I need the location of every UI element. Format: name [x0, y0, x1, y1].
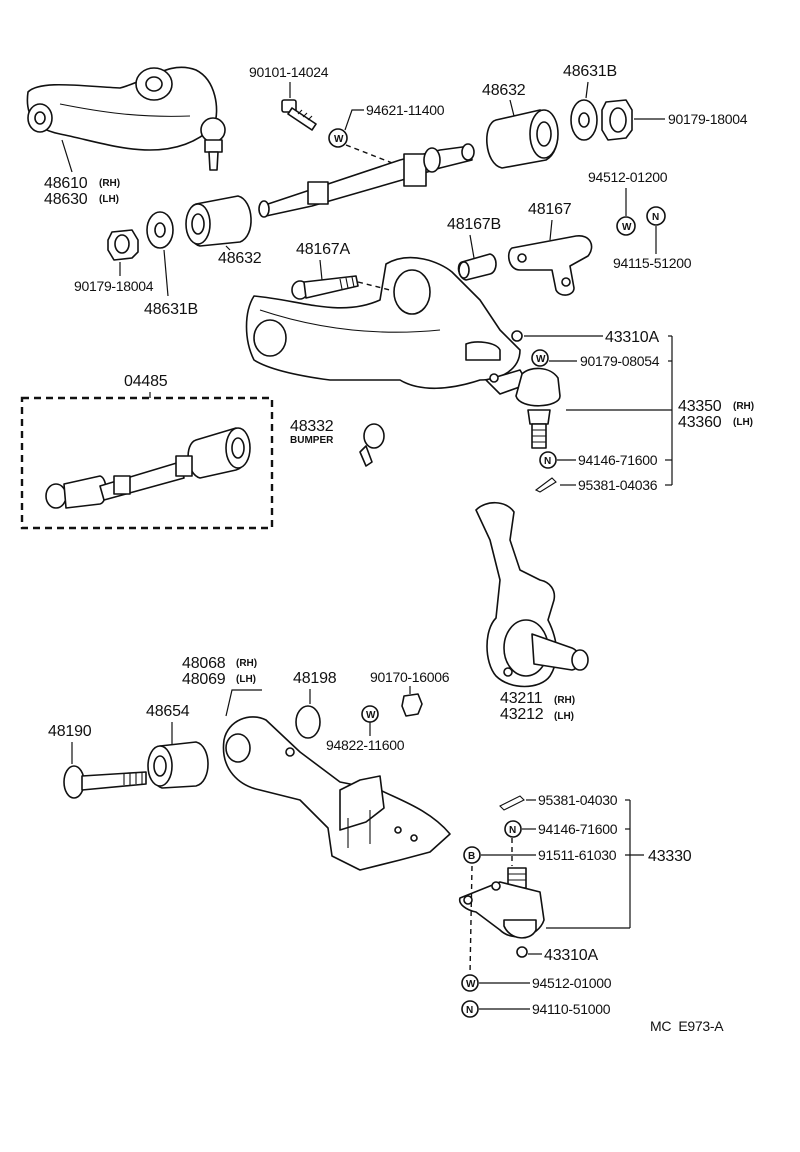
label-94146-71600-top: 94146-71600	[578, 452, 658, 468]
bolt-symbol-91511-61030: B	[468, 851, 475, 862]
nut-90179-18004-left-illustration	[107, 229, 139, 261]
bolt-48167a-illustration	[291, 275, 359, 300]
label-94512-01200: 94512-01200	[588, 169, 668, 185]
label-48068: 48068	[182, 655, 226, 672]
lower-ball-joint-illustration	[458, 867, 545, 939]
label-94621-11400: 94621-11400	[366, 102, 445, 118]
label-48630: 48630	[44, 191, 88, 208]
label-43212: 43212	[500, 706, 544, 723]
label-43310a-top: 43310A	[605, 329, 659, 346]
lower-mount-bracket-illustration	[245, 256, 521, 390]
label-48632-top: 48632	[482, 82, 526, 99]
label-bumper: BUMPER	[290, 435, 334, 446]
label-91511-61030: 91511-61030	[538, 847, 617, 863]
label-48332: 48332	[290, 418, 334, 435]
label-48190: 48190	[48, 723, 92, 740]
nut-symbol-94110-51000: N	[466, 1005, 473, 1016]
nut-90179-18004-top-illustration	[601, 99, 633, 141]
washer-symbol-90179-08054: W	[536, 354, 546, 365]
label-48167: 48167	[528, 201, 572, 218]
label-48069: 48069	[182, 671, 226, 688]
nut-symbol-94146-71600-bottom: N	[509, 825, 516, 836]
label-94110-51000: 94110-51000	[532, 1001, 611, 1017]
tag-rh: (RH)	[99, 178, 120, 189]
label-94512-01000: 94512-01000	[532, 975, 612, 991]
tag-lh-43360: (LH)	[733, 417, 753, 428]
bushing-48632-top-illustration	[486, 109, 559, 169]
label-48631b-top: 48631B	[563, 63, 617, 80]
label-48654: 48654	[146, 703, 190, 720]
label-48610: 48610	[44, 175, 88, 192]
tag-lh-48069: (LH)	[236, 674, 256, 685]
nut-90170-16006-illustration	[401, 693, 423, 717]
label-43360: 43360	[678, 414, 722, 431]
label-90170-16006: 90170-16006	[370, 669, 450, 685]
nut-symbol-94146-71600-top: N	[544, 456, 551, 467]
label-94146-71600-bottom: 94146-71600	[538, 821, 618, 837]
steering-knuckle-illustration	[475, 501, 589, 688]
label-94115-51200: 94115-51200	[613, 255, 692, 271]
sleeve-48167b-illustration	[457, 253, 497, 281]
upper-arm-assembly-illustration	[26, 66, 226, 173]
label-95381-04036: 95381-04036	[578, 477, 658, 493]
label-48632-left: 48632	[218, 250, 262, 267]
tag-rh-43211: (RH)	[554, 695, 575, 706]
label-90179-08054: 90179-08054	[580, 353, 660, 369]
label-95381-04030: 95381-04030	[538, 792, 618, 808]
label-90101-14024: 90101-14024	[249, 64, 329, 80]
drawing-code: MC E973-A	[650, 1018, 724, 1034]
kit-04485-illustration	[45, 427, 251, 509]
bolt-90101-14024-illustration	[281, 99, 317, 131]
label-48167b: 48167B	[447, 216, 501, 233]
label-94822-11600: 94822-11600	[326, 737, 405, 753]
label-43211: 43211	[500, 690, 543, 707]
kit-04485-box	[20, 396, 274, 530]
label-90179-18004-left: 90179-18004	[74, 278, 154, 294]
tag-lh: (LH)	[99, 194, 119, 205]
label-48198: 48198	[293, 670, 337, 687]
upper-arm-shaft-illustration	[258, 143, 475, 218]
washer-symbol-94512-01000: W	[466, 979, 476, 990]
washer-symbol-94822-11600: W	[366, 710, 376, 721]
bushing-48632-left-illustration	[185, 195, 252, 247]
lower-arm-illustration	[222, 716, 451, 871]
tag-rh-48068: (RH)	[236, 658, 257, 669]
bolt-48190-illustration	[63, 765, 147, 799]
bracket-48167-illustration	[507, 235, 593, 296]
bushing-48654-illustration	[147, 741, 209, 789]
plate-48198-illustration	[295, 705, 321, 739]
label-43350: 43350	[678, 398, 722, 415]
nut-symbol-94115-51200: N	[652, 212, 659, 223]
upper-ball-joint-illustration	[485, 367, 561, 449]
label-04485: 04485	[124, 373, 168, 390]
label-43330: 43330	[648, 848, 692, 865]
washer-symbol-94621: W	[334, 134, 344, 145]
bumper-48332-illustration	[359, 423, 385, 467]
tag-lh-43212: (LH)	[554, 711, 574, 722]
label-48631b-left: 48631B	[144, 301, 198, 318]
label-90179-18004-top: 90179-18004	[668, 111, 748, 127]
washer-symbol-94512-01200: W	[622, 222, 632, 233]
label-48167a: 48167A	[296, 241, 350, 258]
label-43310a-bottom: 43310A	[544, 947, 598, 964]
tag-rh-43350: (RH)	[733, 401, 754, 412]
